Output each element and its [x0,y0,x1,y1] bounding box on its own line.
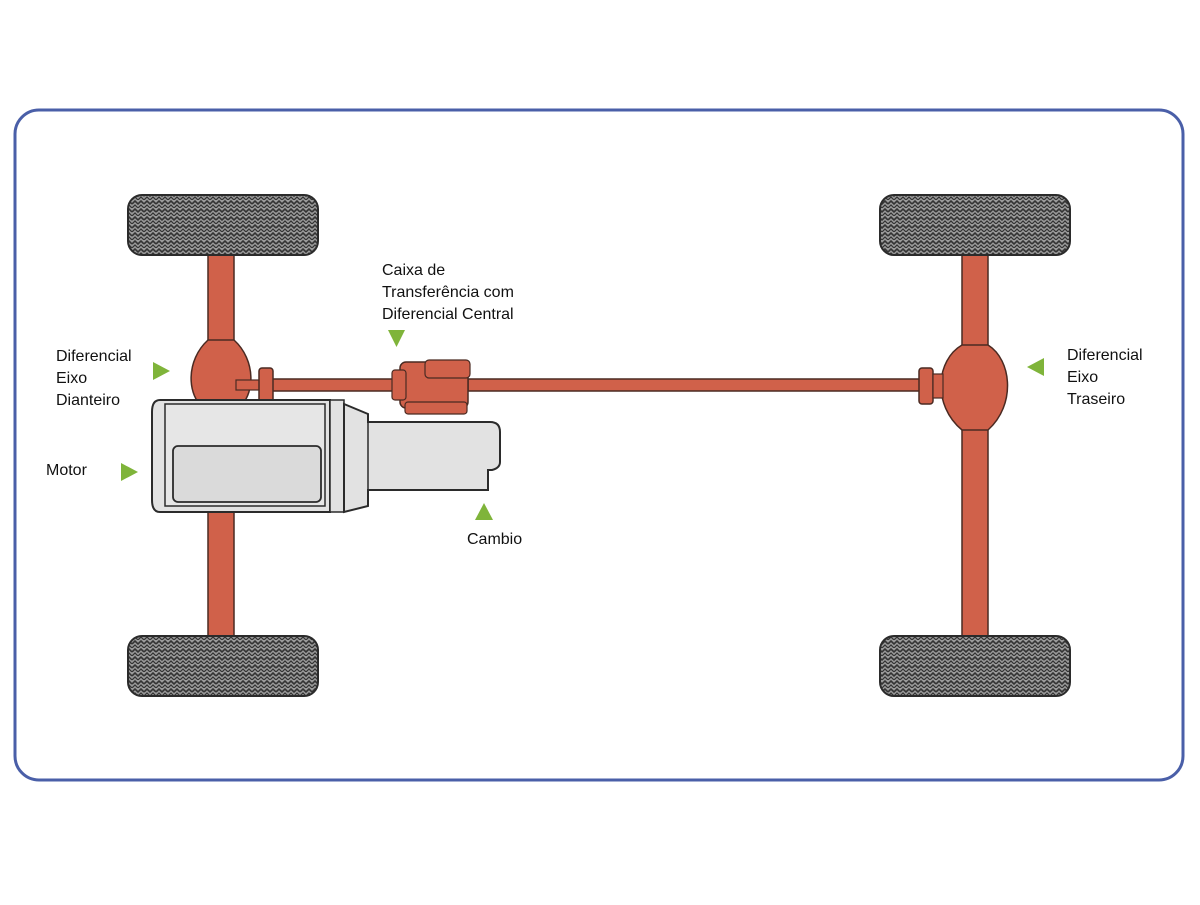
front-diff-label-line: Dianteiro [56,392,121,409]
front-diff-label-line: Eixo [56,370,88,387]
engine [151,399,345,513]
rear-diff-arrow-icon [1027,358,1044,376]
transfer-case-label-line: Caixa de [382,262,446,279]
rear-diff-label-line: Traseiro [1067,391,1126,408]
rear-drive-shaft [467,378,924,392]
rear-axle [961,249,989,641]
transfer-case-label-line: Transferência com [382,284,514,301]
rear-left-tire [879,194,1071,256]
rear-flange-collar [932,373,944,399]
motor-label: Motor [46,462,87,479]
rear-diff-label-line: Diferencial [1067,347,1143,364]
transfer-case-label: Caixa de Transferência com Diferencial C… [382,260,514,326]
shaft-connector [235,379,263,391]
front-flange [258,367,274,405]
front-right-tire [127,635,319,697]
rear-flange [918,367,934,405]
gearbox-arrow-icon [475,503,493,520]
front-left-tire [127,194,319,256]
gearbox-label: Cambio [467,531,523,548]
transfer-case [391,359,471,415]
diagram-frame [13,108,1185,782]
front-diff-label: Diferencial Eixo Dianteiro [56,346,132,412]
front-diff-label-line: Diferencial [56,348,132,365]
rear-diff-label-line: Eixo [1067,369,1099,386]
transfer-case-label-line: Diferencial Central [382,306,514,323]
gearbox [343,402,501,514]
front-diff-arrow-icon [153,362,170,380]
front-drive-shaft [269,378,396,392]
rear-diff-label: Diferencial Eixo Traseiro [1067,345,1143,411]
transfer-case-arrow-icon [388,330,405,347]
motor-arrow-icon [121,463,138,481]
rear-right-tire [879,635,1071,697]
rear-differential [940,344,1009,431]
